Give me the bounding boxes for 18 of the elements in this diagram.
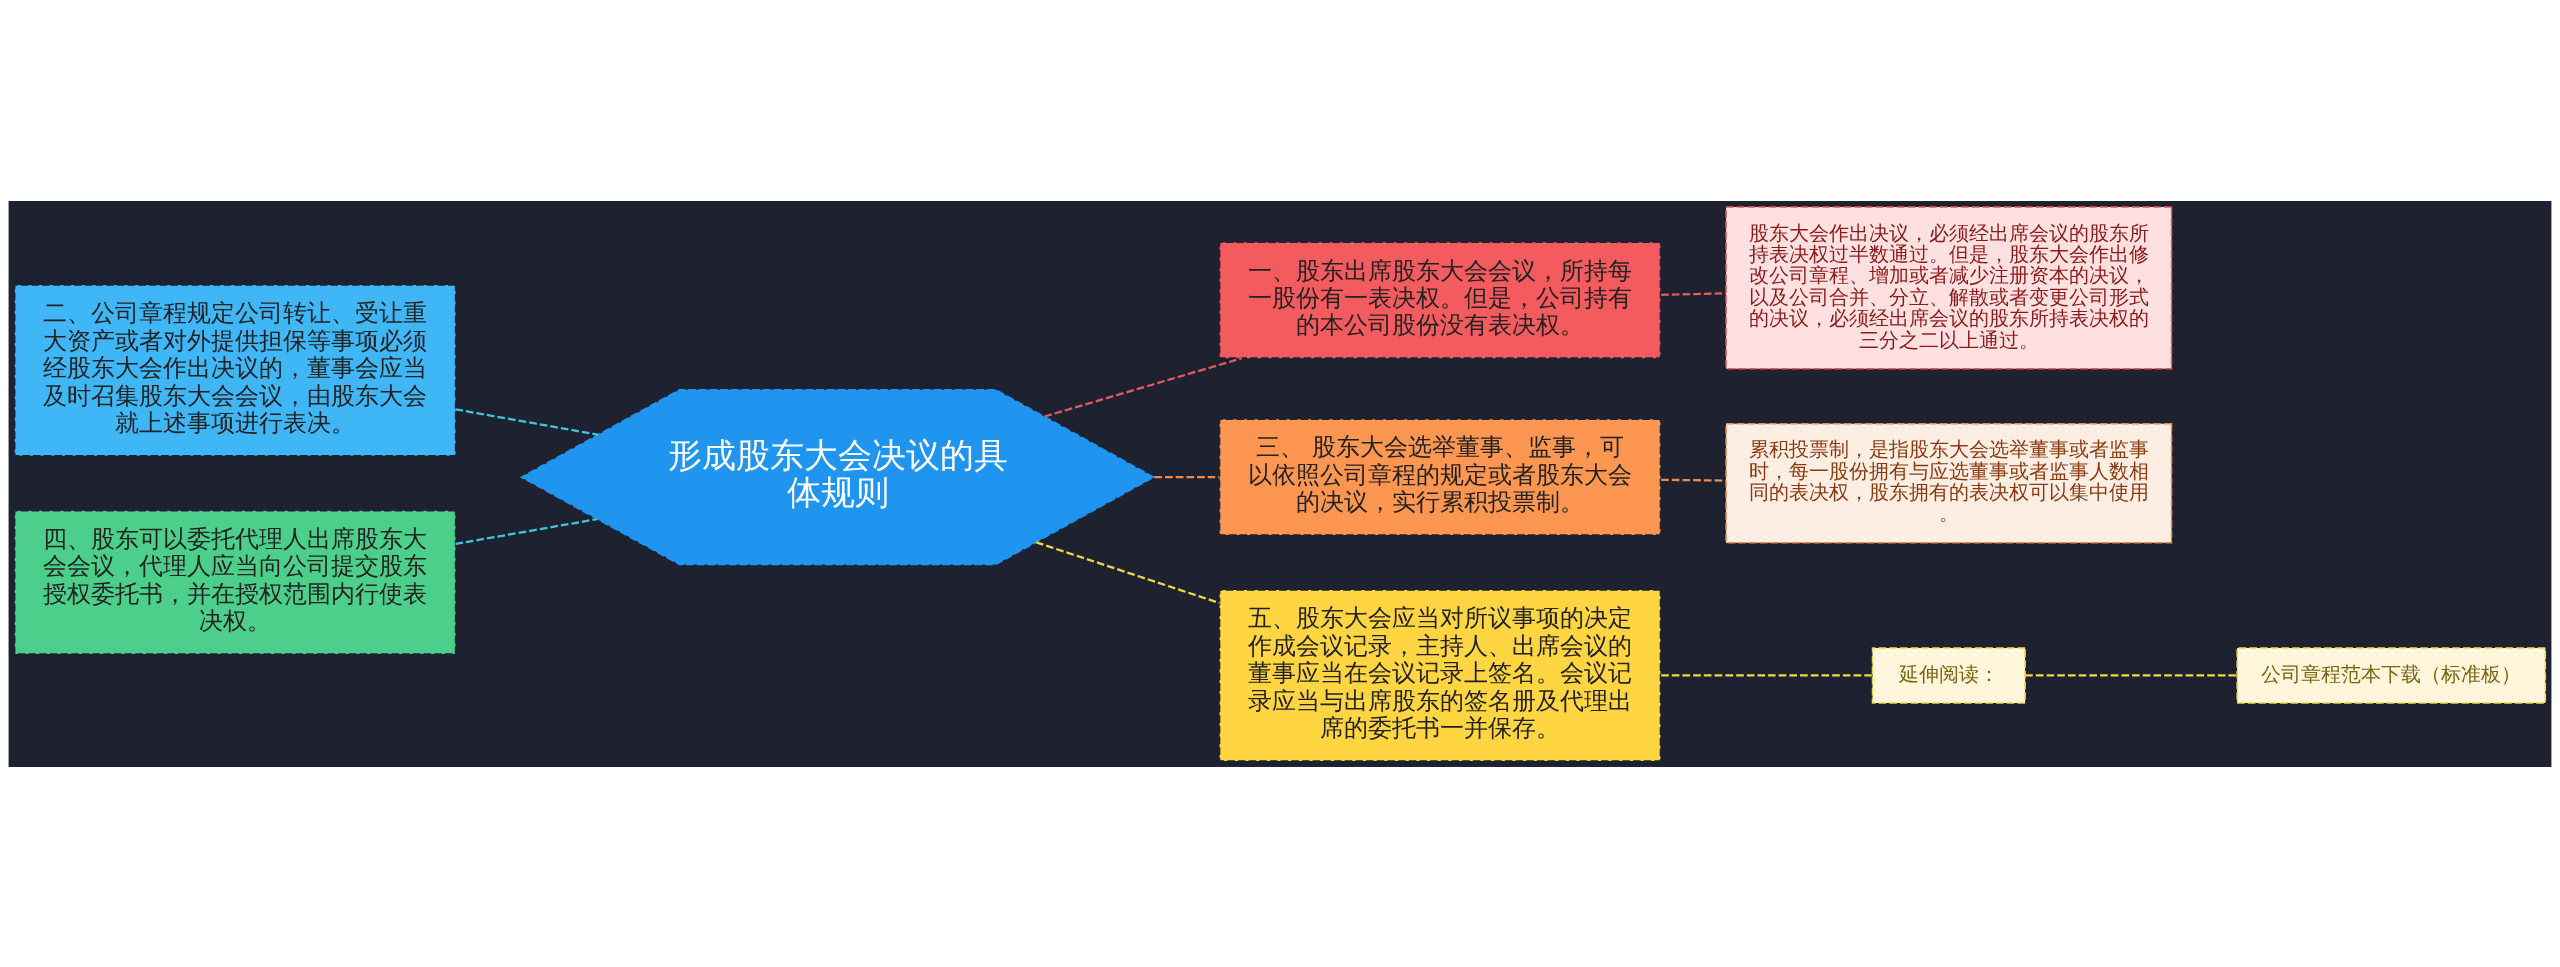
node-box: 股东大会作出决议，必须经出席会议的股东所持表决权过半数通过。但是，股东大会作出修改公司章程、增加或者减少注册资本的决议，以及公司合并、分立、解散或者变更公司形式的决议，必须经出席会议的股东所持表决权的三分之二以上通过。 (1725, 205, 2173, 370)
node-box: 一、股东出席股东大会会议，所持每一股份有一表决权。但是，公司持有的本公司股份没有表决权。 (1218, 240, 1662, 359)
connector (2025, 673, 2238, 677)
node-box: 二、公司章程规定公司转让、受让重大资产或者对外提供担保等事项必须经股东大会作出决议的，董事会应当及时召集股东大会会议，由股东大会就上述事项进行表决。 (13, 283, 457, 457)
node-box: 五、股东大会应当对所议事项的决定作成会议记录，主持人、出席会议的董事应当在会议记录上签名。会议记录应当与出席股东的签名册及代理出席的委托书一并保存。 (1218, 588, 1662, 762)
connector (1661, 291, 1726, 296)
connector (455, 517, 598, 545)
connector (1661, 478, 1726, 482)
node-box: 公司章程范本下载（标准板） (2236, 646, 2547, 704)
node-box: 延伸阅读： (1871, 646, 2026, 704)
connector (1044, 356, 1243, 418)
node-box: 四、股东可以委托代理人出席股东大会会议，代理人应当向公司提交股东授权委托书，并在授权范围内行使表决权。 (13, 509, 457, 655)
node-box: 三、 股东大会选举董事、监事，可以依照公司章程的规定或者股东大会的决议，实行累积投票制。 (1218, 417, 1662, 536)
connector (1035, 540, 1220, 604)
connector (455, 407, 599, 436)
connector (1154, 475, 1220, 478)
connector (1661, 673, 1873, 677)
node-box: 累积投票制，是指股东大会选举董事或者监事时，每一股份拥有与应选董事或者监事人数相同的表决权，股东拥有的表决权可以集中使用。 (1725, 422, 2173, 543)
